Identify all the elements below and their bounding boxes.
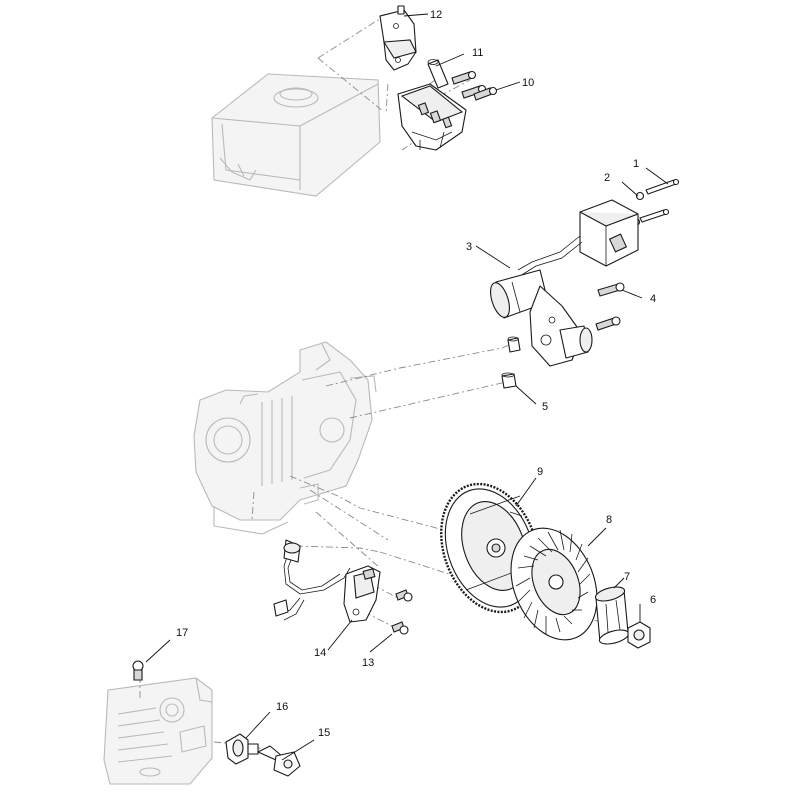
starter-cup-part bbox=[594, 586, 630, 645]
screw-set-part bbox=[451, 70, 498, 101]
housing-screw-part bbox=[132, 660, 144, 681]
callout-16: 16 bbox=[276, 701, 288, 713]
starter-motor-part bbox=[490, 269, 593, 367]
ignition-coil-part bbox=[273, 539, 381, 623]
callout-11: 11 bbox=[472, 47, 483, 59]
callout-10: 10 bbox=[522, 77, 534, 89]
callout-7: 7 bbox=[624, 571, 630, 583]
callout-5: 5 bbox=[542, 401, 548, 413]
flywheel-nut-part bbox=[627, 621, 651, 649]
coil-screw-part bbox=[391, 589, 413, 635]
spacer-sleeve-part bbox=[427, 59, 449, 89]
fuel-tank-ghost bbox=[211, 73, 381, 197]
long-screw-part bbox=[639, 178, 680, 223]
starter-bolt-part bbox=[595, 282, 625, 331]
callout-4: 4 bbox=[650, 293, 656, 305]
leader-lines bbox=[145, 13, 669, 761]
callout-labels: 1 2 3 4 5 6 7 8 9 10 11 12 13 14 15 16 1… bbox=[176, 9, 656, 739]
callout-2: 2 bbox=[604, 172, 610, 184]
ignition-key-part bbox=[257, 745, 301, 777]
callout-1: 1 bbox=[633, 158, 639, 170]
control-panel-part bbox=[397, 83, 467, 151]
callout-15: 15 bbox=[318, 727, 330, 739]
key-switch-part bbox=[225, 733, 259, 765]
callout-9: 9 bbox=[537, 466, 543, 478]
callout-12: 12 bbox=[430, 9, 442, 21]
blower-housing-ghost bbox=[103, 677, 213, 785]
callout-14: 14 bbox=[314, 647, 326, 659]
starter-solenoid-part bbox=[517, 199, 639, 277]
callout-8: 8 bbox=[606, 514, 612, 526]
engine-block-ghost bbox=[193, 341, 377, 535]
callout-6: 6 bbox=[650, 594, 656, 606]
dowel-pin-part bbox=[501, 336, 521, 389]
callout-17: 17 bbox=[176, 627, 188, 639]
callout-3: 3 bbox=[466, 241, 472, 253]
cooling-fan-part bbox=[510, 527, 598, 641]
mounting-bracket-part bbox=[379, 5, 417, 71]
callout-13: 13 bbox=[362, 657, 374, 669]
